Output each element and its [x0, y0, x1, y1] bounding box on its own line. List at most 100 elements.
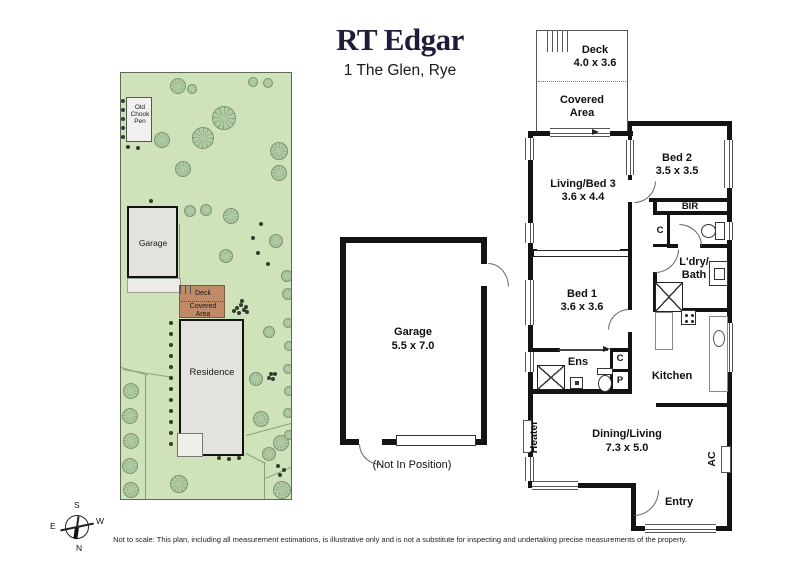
shrub-dot-icon — [169, 420, 173, 424]
compass-circle — [65, 515, 89, 539]
shrub-dot-icon — [169, 398, 173, 402]
wall — [528, 249, 537, 257]
kitchen-label: Kitchen — [651, 370, 693, 382]
wall — [608, 131, 633, 136]
tree-icon — [248, 77, 258, 87]
deck-label: Deck — [581, 44, 609, 56]
garage-plan-dims: 5.5 x 7.0 — [391, 340, 435, 352]
wall — [610, 348, 632, 352]
ac-label: AC — [706, 451, 718, 467]
bath-door-arc — [655, 249, 679, 273]
kitchen-sink-icon — [713, 330, 725, 347]
wall — [628, 332, 632, 350]
property-address: 1 The Glen, Rye — [343, 62, 457, 79]
shrub-dot-icon — [273, 372, 277, 376]
site-deck-label: Deck — [195, 290, 211, 297]
path-line — [179, 224, 180, 286]
window — [626, 140, 634, 175]
tree-icon — [271, 165, 287, 181]
old-chook-pen-outline — [126, 97, 152, 142]
site-deck-divider — [181, 301, 223, 302]
ens-toilet-tank-icon — [597, 368, 613, 375]
disclaimer-text: Not to scale: This plan, including all m… — [113, 535, 687, 544]
entry-label: Entry — [664, 496, 694, 508]
shrub-dot-icon — [169, 321, 173, 325]
path-line — [264, 462, 265, 499]
tree-icon — [281, 270, 291, 282]
wall — [653, 198, 657, 215]
shrub-dot-icon — [239, 303, 243, 307]
tree-icon — [170, 78, 186, 94]
tree-icon — [262, 447, 276, 461]
washer-icon — [709, 261, 728, 286]
deck-steps — [547, 31, 568, 52]
site-residence-label: Residence — [189, 367, 235, 378]
tree-icon — [212, 106, 236, 130]
covered-area-sliding-door — [550, 128, 610, 137]
site-residence-outline — [179, 319, 244, 456]
window — [525, 138, 534, 160]
ac-unit — [721, 446, 731, 473]
tree-icon — [219, 249, 233, 263]
tree-icon — [282, 288, 291, 300]
shrub-dot-icon — [232, 309, 236, 313]
shrub-dot-icon — [237, 456, 241, 460]
pantry-label: P — [616, 375, 624, 386]
bed2-label: Bed 2 — [662, 152, 692, 164]
shrub-dot-icon — [217, 456, 221, 460]
wall — [528, 131, 552, 136]
shrub-dot-icon — [242, 308, 246, 312]
tree-icon — [263, 78, 273, 88]
compass-south-label: S — [74, 500, 80, 510]
tree-icon — [284, 386, 291, 396]
tree-icon — [200, 204, 212, 216]
covered-area-label: Covered Area — [559, 94, 605, 119]
tree-icon — [223, 208, 239, 224]
shrub-dot-icon — [121, 126, 125, 130]
ens-label: Ens — [567, 356, 589, 368]
tree-icon — [270, 142, 288, 160]
wall — [528, 389, 632, 394]
garage-plan-label: Garage — [394, 326, 432, 338]
deck-dims: 4.0 x 3.6 — [573, 57, 617, 69]
brand-logo: RT Edgar — [336, 22, 464, 57]
shrub-dot-icon — [278, 473, 282, 477]
window — [525, 457, 534, 481]
shrub-dot-icon — [121, 135, 125, 139]
shrub-dot-icon — [169, 409, 173, 413]
bir-label: BIR — [681, 201, 699, 212]
bed1-dims: 3.6 x 3.6 — [560, 301, 604, 313]
shrub-dot-icon — [126, 145, 130, 149]
old-chook-pen-label: Old Chook Pen — [130, 104, 150, 125]
tree-icon — [187, 84, 197, 94]
bed1-door-arc — [608, 309, 629, 330]
kitchen-bench-right — [709, 316, 728, 392]
shrub-dot-icon — [237, 311, 241, 315]
garage-side-door-arc — [488, 263, 509, 287]
shrub-dot-icon — [245, 310, 249, 314]
sliding-door-arrow-icon — [592, 129, 599, 135]
window — [645, 524, 716, 533]
garage-door-panel — [396, 435, 476, 446]
wall — [610, 369, 631, 372]
shrub-dot-icon — [169, 365, 173, 369]
site-residence-porch — [177, 433, 203, 457]
bed1-label: Bed 1 — [567, 288, 597, 300]
tree-icon — [192, 127, 214, 149]
site-covered-area-label: Covered Area — [189, 303, 217, 318]
living-door-gap — [627, 180, 633, 202]
window — [525, 280, 534, 325]
wall — [667, 244, 678, 248]
wc-door-arc — [679, 224, 702, 246]
wall — [649, 198, 732, 202]
bed2-dims: 3.5 x 3.5 — [655, 165, 699, 177]
window — [724, 222, 733, 240]
path-line — [122, 369, 173, 378]
stove-icon — [681, 310, 696, 325]
shrub-dot-icon — [251, 236, 255, 240]
living-bed3-label: Living/Bed 3 — [550, 178, 616, 190]
tree-icon — [249, 372, 263, 386]
heater-unit — [523, 420, 532, 453]
ens-toilet-bowl-icon — [598, 375, 612, 392]
